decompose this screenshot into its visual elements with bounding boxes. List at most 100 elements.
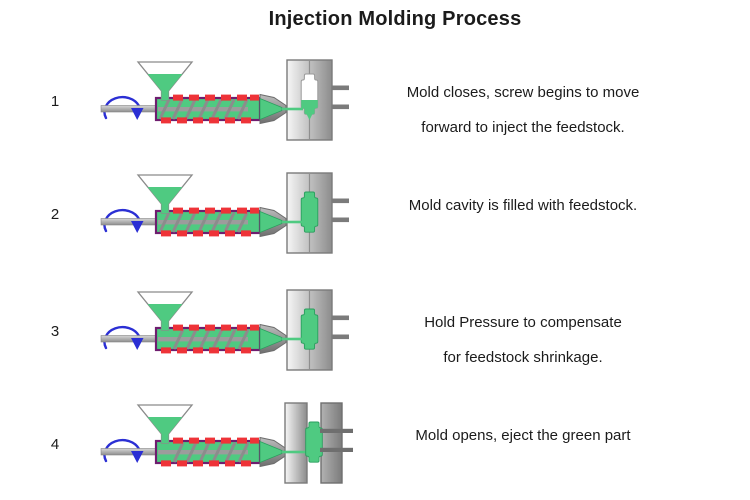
rotation-arrowhead-icon (131, 108, 144, 120)
screw-flight (210, 98, 223, 120)
tie-bars (332, 198, 349, 223)
screw-flight (223, 211, 236, 233)
sprue-melt (282, 450, 307, 454)
hopper-feedstock (147, 304, 183, 330)
screw-flight (211, 441, 224, 463)
screw-flight (171, 211, 184, 233)
screw-flight (198, 328, 211, 350)
screw-flight (172, 441, 185, 463)
screw-flight (236, 211, 249, 233)
injection-molding-machine (100, 172, 349, 254)
barrel (154, 439, 262, 465)
process-step-row-3: 3 Hold Pressure to compensate for feedst… (0, 280, 750, 385)
nozzle-melt (259, 327, 283, 351)
rotation-arrowhead-icon (131, 338, 144, 350)
step-description: Mold cavity is filled with feedstock. (360, 188, 686, 223)
drive-shaft (100, 448, 161, 456)
nozzle-melt (259, 440, 283, 464)
hopper-icon (136, 404, 194, 444)
nozzle-icon (259, 93, 287, 125)
mold-cavity-filling (301, 100, 318, 115)
step-description: Mold opens, eject the green part (360, 418, 686, 453)
sprue-melt (282, 220, 303, 224)
barrel (154, 326, 262, 352)
hopper-feedstock (147, 74, 183, 100)
nozzle-icon (259, 206, 287, 238)
drive-shaft (100, 105, 161, 113)
screw-flight (236, 98, 249, 120)
drive-shaft (100, 335, 161, 343)
step-description-line: Mold cavity is filled with feedstock. (408, 197, 638, 214)
mold-block-closed (286, 289, 333, 371)
heater-bands (161, 324, 259, 354)
injection-machine-diagram (95, 393, 355, 493)
heater-bands (161, 94, 259, 124)
barrel (154, 96, 262, 122)
step-description: Mold closes, screw begins to move forwar… (360, 75, 686, 145)
injection-molding-machine (100, 289, 349, 371)
mold-cavity-filled (300, 308, 319, 350)
step-number: 3 (50, 323, 60, 340)
screw-flight (210, 211, 223, 233)
screw-flight (184, 98, 197, 120)
screw-flight (158, 211, 171, 233)
step-number: 4 (50, 436, 60, 453)
hopper-icon (136, 61, 194, 101)
hopper-icon (136, 174, 194, 214)
injection-machine-diagram (95, 50, 355, 150)
tie-bars (332, 315, 349, 340)
injection-molding-machine (100, 59, 349, 141)
process-step-row-4: 4 Mold opens, eject the green part (0, 393, 750, 498)
screw-flight (223, 98, 236, 120)
heater-bands (161, 437, 259, 467)
step-description-line: Mold closes, screw begins to move (406, 84, 640, 101)
screw-flight (224, 328, 237, 350)
hopper-feedstock (147, 187, 183, 213)
screw-flight (197, 211, 210, 233)
page-title: Injection Molding Process (268, 8, 522, 30)
tie-bars (332, 85, 349, 110)
mold-half-left (284, 402, 308, 484)
step-description-line: Hold Pressure to compensate (424, 314, 622, 331)
heater-bands (161, 207, 259, 237)
screw-flight (198, 441, 211, 463)
nozzle-melt (259, 210, 283, 234)
nozzle-melt (259, 97, 283, 121)
screw-flight (237, 328, 250, 350)
rotation-arrowhead-icon (131, 451, 144, 463)
barrel (154, 209, 262, 235)
sprue-melt (282, 337, 303, 341)
step-description-line: forward to inject the feedstock. (421, 119, 625, 136)
screw-flight (185, 328, 198, 350)
screw-flight (237, 441, 250, 463)
step-number: 1 (50, 93, 60, 110)
step-description-line: for feedstock shrinkage. (443, 349, 603, 366)
step-description: Hold Pressure to compensate for feedstoc… (360, 305, 686, 375)
ejected-green-part (305, 421, 323, 463)
injection-molding-machine (100, 402, 353, 484)
injection-machine-diagram (95, 163, 355, 263)
screw-flight (171, 98, 184, 120)
sprue-melt (282, 107, 303, 111)
rotation-arrowhead-icon (131, 221, 144, 233)
screw-flight (172, 328, 185, 350)
mold-cavity-filled (300, 191, 319, 233)
screw-flight (184, 211, 197, 233)
screw-flight (211, 328, 224, 350)
process-step-row-1: 1 Mold closes, screw begins to move forw… (0, 50, 750, 155)
screw-flight (197, 98, 210, 120)
drive-shaft (100, 218, 161, 226)
step-number: 2 (50, 206, 60, 223)
mold-half-right (320, 402, 343, 484)
screw-flight (224, 441, 237, 463)
nozzle-icon (259, 323, 287, 355)
screw-flight (185, 441, 198, 463)
screw-flight (158, 98, 171, 120)
hopper-icon (136, 291, 194, 331)
cavity-melt-front (306, 113, 313, 120)
ejector-pins (320, 428, 353, 452)
step-description-line: Mold opens, eject the green part (415, 427, 631, 444)
process-step-row-2: 2 Mold cavity is filled with feedstock. (0, 163, 750, 268)
injection-machine-diagram (95, 280, 355, 380)
